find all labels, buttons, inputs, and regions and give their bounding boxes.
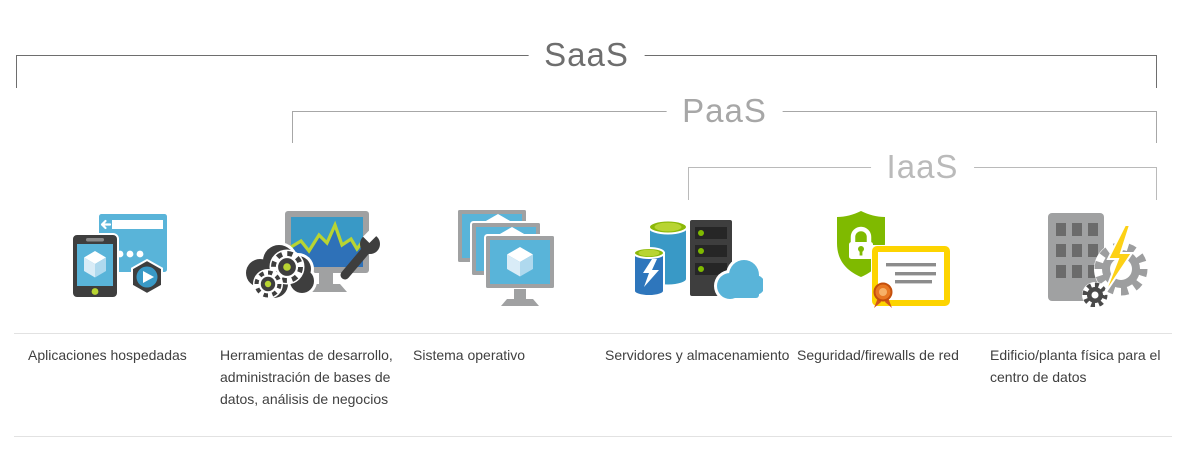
column-security-firewalls: Seguridad/firewalls de red [797,203,983,366]
paas-bracket-left-tick [292,111,293,143]
saas-bracket-left-tick [16,55,17,88]
column-dev-tools: Herramientas de desarrollo, administraci… [220,203,406,410]
datacenter-building-icon-svg [1048,213,1148,307]
security-firewalls-icon-svg [837,211,951,308]
column-label: Edificio/planta física para el centro de… [990,347,1161,385]
lightning-bolt-icon [1103,224,1134,296]
column-hosted-apps: Aplicaciones hospedadas [28,203,214,366]
column-operating-system: Sistema operativo [413,203,599,366]
gear-icon [253,269,283,299]
security-firewalls-icon [797,203,983,315]
column-servers-storage: Servidores y almacenamiento [605,203,791,366]
column-label: Aplicaciones hospedadas [28,347,187,363]
hosted-apps-icon-svg [71,214,167,299]
operating-system-icon [413,203,599,315]
iaas-label: IaaS [870,148,975,186]
column-label: Herramientas de desarrollo, administraci… [220,347,393,407]
hosted-apps-icon [28,203,214,315]
datacenter-building-icon [990,203,1176,315]
gear-icon [1082,282,1108,307]
paas-bracket: PaaS [292,92,1157,143]
column-datacenter-building: Edificio/planta física para el centro de… [990,203,1176,388]
column-label: Servidores y almacenamiento [605,347,790,363]
top-separator-line [14,333,1172,334]
dev-tools-icon-svg [243,211,380,301]
dev-tools-icon [220,203,406,315]
paas-bracket-right-tick [1156,111,1157,143]
saas-label: SaaS [528,36,645,74]
saas-bracket: SaaS [16,36,1157,88]
iaas-bracket-left-tick [688,167,689,200]
servers-storage-icon [605,203,791,315]
operating-system-icon-svg [456,209,556,306]
column-label: Seguridad/firewalls de red [797,347,959,363]
bottom-separator-line [14,436,1172,437]
iaas-bracket-right-tick [1156,167,1157,200]
paas-label: PaaS [666,92,783,130]
gear-icon [269,249,305,285]
iaas-bracket: IaaS [688,148,1157,200]
saas-bracket-right-tick [1156,55,1157,88]
column-label: Sistema operativo [413,347,526,363]
servers-storage-icon-svg [633,218,763,302]
